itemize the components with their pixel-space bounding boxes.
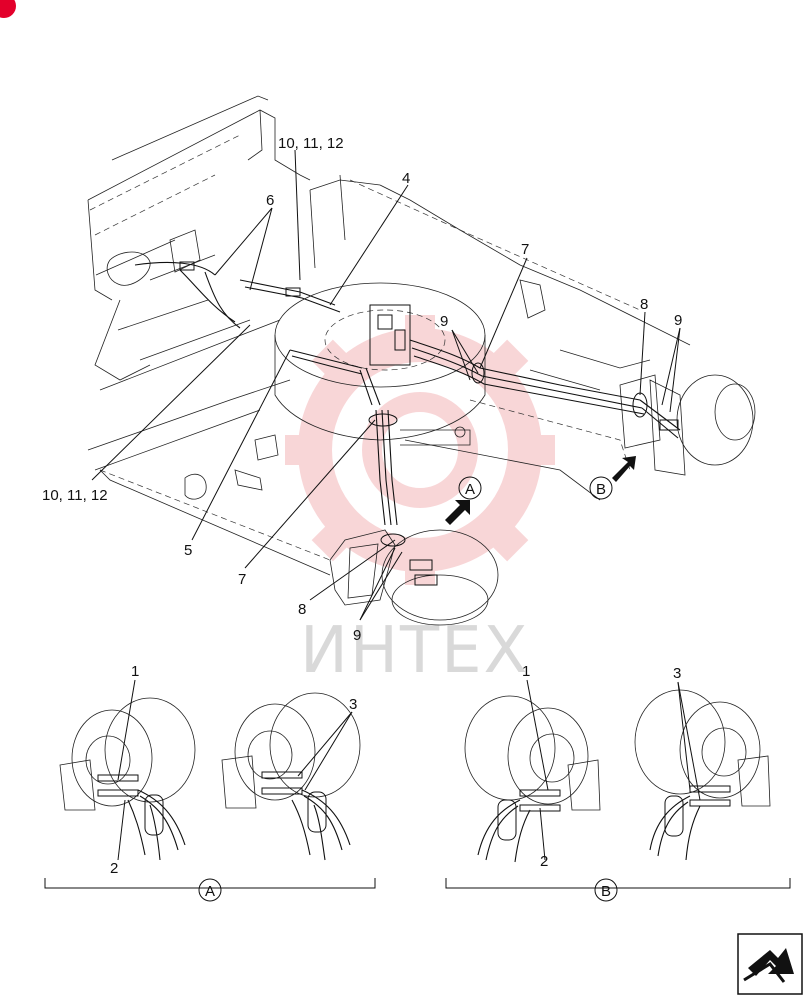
callout-9-right: 9 (674, 312, 682, 329)
callout-7-bottom: 7 (238, 571, 246, 588)
view-a-marker: A (465, 481, 475, 498)
detail-view-b (445, 679, 791, 902)
callout-10-11-12-top: 10, 11, 12 (278, 135, 344, 152)
detail-a-callout-3: 3 (349, 696, 357, 713)
navigation-arrow-icon[interactable] (737, 933, 803, 995)
detail-a-motor-right (221, 692, 361, 861)
red-corner-badge-icon[interactable] (0, 0, 16, 18)
callout-10-11-12-left: 10, 11, 12 (42, 487, 108, 504)
view-b-arrow-icon (589, 456, 636, 500)
watermark-gear-icon (285, 315, 555, 585)
callout-9-mid: 9 (440, 313, 448, 330)
undercarriage-frame-drawing (87, 95, 756, 626)
watermark-text: ИНТЕХ (300, 614, 529, 688)
hydraulic-hoses (134, 261, 681, 586)
callout-8-right: 8 (640, 296, 648, 313)
detail-a-motor-left (59, 679, 196, 861)
detail-b-callout-3: 3 (673, 665, 681, 682)
detail-a-callout-2: 2 (110, 860, 118, 877)
callout-4: 4 (402, 170, 410, 187)
callout-5: 5 (184, 542, 192, 559)
callout-7-top: 7 (521, 241, 529, 258)
detail-b-motor-left (464, 679, 601, 863)
callout-6: 6 (266, 192, 274, 209)
detail-a-callout-1: 1 (131, 663, 139, 680)
detail-b-view-label: B (601, 883, 611, 900)
detail-b-callout-1: 1 (522, 663, 530, 680)
detail-view-a (44, 679, 376, 902)
view-b-marker: B (596, 481, 606, 498)
leader-lines (91, 149, 681, 621)
callout-9-bottom: 9 (353, 627, 361, 644)
detail-a-view-label: A (205, 883, 215, 900)
detail-b-motor-right (634, 681, 771, 861)
detail-b-callout-2: 2 (540, 853, 548, 870)
callout-8-bottom: 8 (298, 601, 306, 618)
view-a-arrow-icon (445, 476, 482, 525)
